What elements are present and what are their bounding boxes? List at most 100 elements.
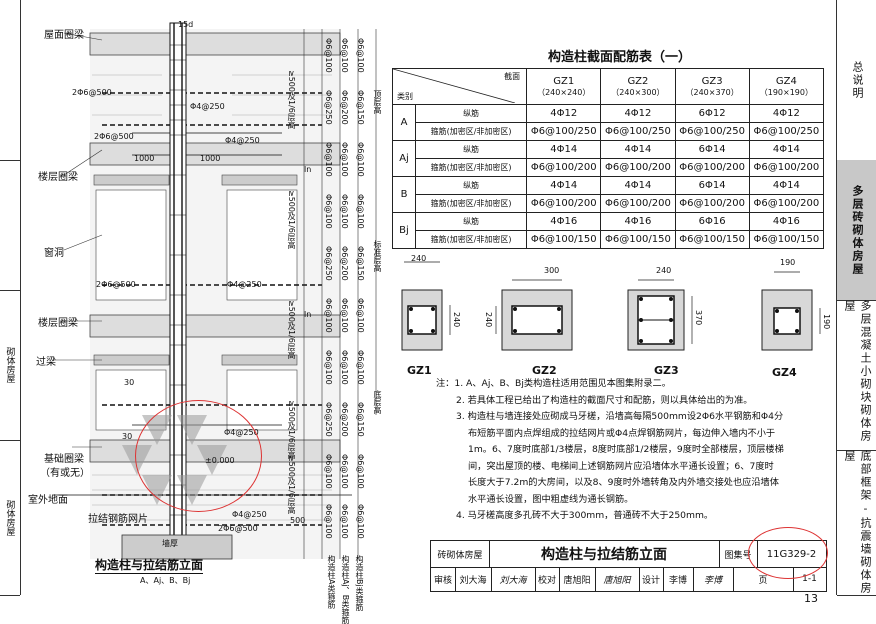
stirrup-b-3: Φ6@100 [340,194,349,229]
index-brick-masonry: 多层砖砌体房屋 [837,160,876,301]
tb-design-label: 设计 [639,567,664,591]
stirrup-b-9: Φ6@100 [340,504,349,539]
dim-30b: 30 [122,432,133,441]
bar-b6: Φ4@250 [227,280,262,289]
reinforcement-table: 截面 类别 GZ1（240×240） GZ2（240×300） GZ3（240×… [391,68,825,249]
cell: Φ6@100/200 [674,194,750,213]
cell: Φ6@100/200 [600,158,676,177]
label-foundation-beam: 基础圈梁 [44,454,84,465]
cell: Φ6@100/200 [674,158,750,177]
cell: Φ6@100/150 [674,230,750,249]
stirrup-c-7: Φ6@150 [356,402,365,437]
cell: 4Φ14 [526,176,602,195]
note-line: 布短筋平面内点焊组成的拉结网片或Φ4点焊钢筋网片，每边伸入墙内不小于 [468,427,776,439]
tb-title: 构造柱与拉结筋立面 [489,541,720,567]
cell: Φ6@100/250 [526,122,602,141]
label-floor-beam-1: 楼层圈梁 [38,172,78,183]
dim-a2: ≥500及1/6层高 [287,190,296,249]
dim-w2: 1000 [200,154,221,163]
bar-b3: 2Φ6@500 [94,132,134,141]
stirrup-c-9: Φ6@100 [356,504,365,539]
cell: 6Φ16 [674,212,750,231]
cell: Φ6@100/250 [674,122,750,141]
row-long-label: 纵筋 [414,140,528,159]
tb-designer-signature: 李博 [693,567,734,591]
label-window: 窗洞 [44,248,64,259]
col-gz3: GZ3（240×370） [674,68,750,105]
left-index-blank-2 [0,160,20,291]
stirrup-b-6: Φ6@100 [340,350,349,385]
col-gz4: GZ4（190×190） [748,68,825,105]
stirrup-b-2: Φ6@100 [340,142,349,177]
note-line: 水平通长设置，图中粗虚线为通长钢筋。 [468,493,634,505]
cell: Φ6@100/150 [600,230,676,249]
table-row: 箍筋(加密区/非加密区) Φ6@100/250 Φ6@100/250 Φ6@10… [393,122,825,141]
dim-ln1: ln [304,165,312,174]
bar-b1: 2Φ6@500 [72,88,112,97]
tb-reviewer: 刘大海 [455,567,492,591]
bar-b2: Φ4@250 [190,102,225,111]
gz2-height: 240 [484,312,493,328]
tb-checker: 唐旭阳 [559,567,596,591]
cell: Φ6@100/200 [748,194,825,213]
table-title: 构造柱截面配筋表（一） [548,50,692,65]
cell: 6Φ14 [674,176,750,195]
dim-500: 500 [290,516,306,525]
tb-page: 1-1 [802,574,817,584]
stirrup-a-6: Φ6@100 [324,350,333,385]
cell: 4Φ14 [526,140,602,159]
stirrup-c-2: Φ6@100 [356,142,365,177]
tier-top: 顶层高 [373,90,382,114]
section-gz4 [761,271,821,351]
cell: 4Φ16 [600,212,676,231]
stirrup-c-3: Φ6@100 [356,194,365,229]
gz1-width: 240 [411,254,427,263]
tb-check-label: 校对 [535,567,560,591]
table-row: Aj 纵筋 4Φ14 4Φ14 6Φ14 4Φ14 [392,140,825,177]
stirrup-a-5: Φ6@100 [324,298,333,333]
left-index-blank [0,0,20,161]
row-stir-label: 箍筋(加密区/非加密区) [414,158,528,177]
gz2-label: GZ2 [532,364,557,377]
cell: 4Φ16 [748,212,825,231]
cell: 4Φ14 [600,140,676,159]
dim-a4: ≥500及1/6层高 [287,400,296,459]
stirrup-a-0: Φ6@100 [324,38,333,73]
gz2-width: 300 [544,266,560,275]
tier-standard: 标准层高 [373,240,382,272]
stirrup-column-c: Φ6@100 Φ6@150 Φ6@100 Φ6@100 Φ6@150 Φ6@10… [356,38,368,553]
col-label-c: 构造柱Bj类箍筋 [355,555,364,611]
bar-top: 15d [178,20,194,29]
row-stir-label: 箍筋(加密区/非加密区) [414,194,528,213]
stirrup-b-1: Φ6@200 [340,90,349,125]
section-gz2 [495,279,573,351]
index-general: 总说明 [837,0,876,161]
stirrup-column-b: Φ6@100 Φ6@200 Φ6@100 Φ6@100 Φ6@200 Φ6@10… [340,38,352,553]
stirrup-b-4: Φ6@200 [340,246,349,281]
gz3-width: 240 [656,266,672,275]
cell: Φ6@100/200 [600,194,676,213]
stirrup-c-1: Φ6@150 [356,90,365,125]
row-category: Bj [392,212,416,249]
row-stir-label: 箍筋(加密区/非加密区) [414,230,528,249]
row-long-label: 纵筋 [414,104,528,123]
cell: Φ6@100/200 [526,158,602,177]
col-label-b: 构造柱Aj、B类箍筋 [341,555,350,624]
wall-thickness: 墙厚 [162,539,178,548]
gz3-height: 370 [694,310,703,326]
page-number: 13 [804,592,818,605]
gz4-height: 190 [822,314,831,330]
stirrup-a-3: Φ6@100 [324,194,333,229]
gz4-label: GZ4 [772,366,797,379]
bar-b4: Φ4@250 [225,136,260,145]
table-row: B 纵筋 4Φ14 4Φ14 6Φ14 4Φ14 [392,176,825,213]
note-line: 长度大于7.2m的大房间，以及8、9度时外墙转角及内外墙交接处也应沿墙体 [468,477,779,488]
stirrup-a-7: Φ6@250 [324,402,333,437]
gz1-height: 240 [452,312,461,328]
annotation-circle-atlas [748,527,828,579]
corner-category: 类别 [397,92,413,101]
stirrup-a-9: Φ6@100 [324,504,333,539]
table-row: A 纵筋 4Φ12 4Φ12 6Φ12 4Φ12 [392,104,825,141]
tb-checker-signature: 唐旭阳 [595,567,640,591]
cell: 4Φ16 [526,212,602,231]
